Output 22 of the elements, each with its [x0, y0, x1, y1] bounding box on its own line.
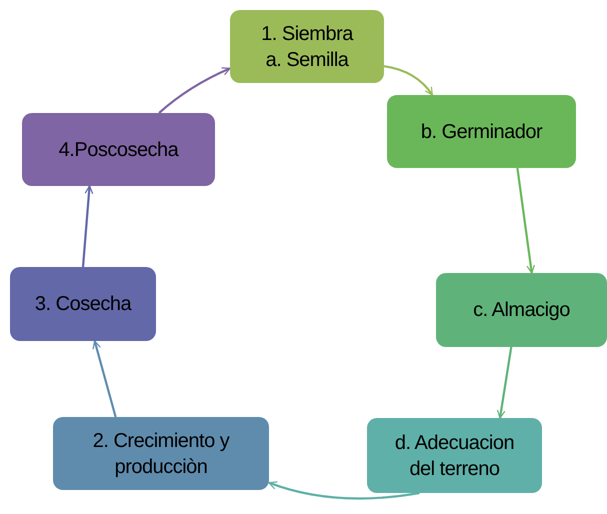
process-box [22, 113, 215, 186]
process-box [367, 418, 542, 493]
arrow [384, 65, 434, 96]
arrow [496, 346, 512, 419]
process-box [230, 10, 384, 83]
process-box [387, 95, 576, 168]
arrow [92, 340, 117, 418]
step-label: b. Germinador [420, 120, 542, 144]
process-box [10, 267, 156, 341]
process-box [436, 273, 607, 347]
arrow [158, 67, 231, 114]
step-label: a. Semilla [266, 48, 348, 72]
step-label: d. Adecuacion del terreno [394, 430, 516, 482]
step-label: 2. Crecimiento y producciòn [92, 428, 230, 480]
process-box [53, 417, 269, 490]
arrow [82, 185, 94, 268]
step-label: 4.Poscosecha [58, 138, 178, 162]
step-label: 1. Siembra [261, 22, 353, 46]
step-label: 3. Cosecha [34, 292, 132, 317]
step-label: c. Almacigo [473, 298, 570, 323]
arrow [268, 481, 420, 500]
arrow [516, 168, 536, 274]
